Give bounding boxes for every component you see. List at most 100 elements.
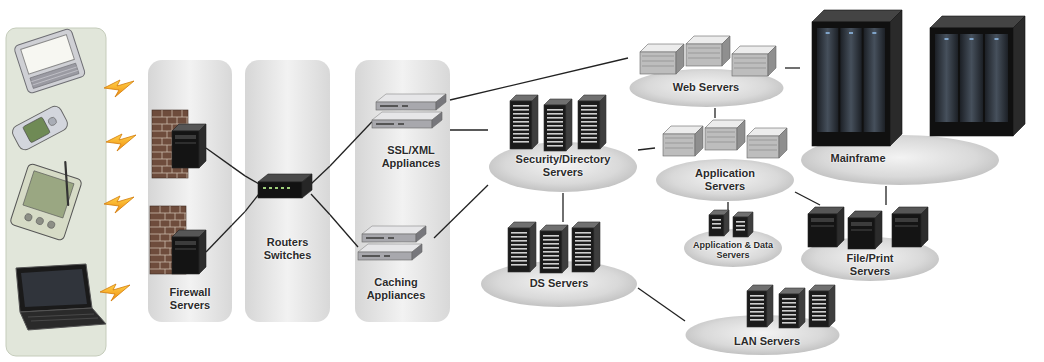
illustration-part: [10, 104, 70, 152]
illustration-part: [600, 95, 606, 149]
illustration-part: [24, 213, 33, 222]
illustration-part: [688, 48, 720, 49]
illustration-part: [809, 291, 829, 327]
illustration-part: [581, 121, 597, 123]
illustration-part: [180, 206, 181, 213]
illustration-part: [20, 308, 106, 330]
node-label: Mainframe: [813, 152, 903, 165]
illustration-part: [812, 315, 826, 317]
illustration-part: [162, 138, 163, 145]
server-platform: [481, 261, 637, 307]
server-group: File/Print Servers: [800, 205, 940, 283]
node-icon: [508, 222, 600, 273]
illustration-part: [782, 318, 796, 320]
illustration-part: [575, 236, 591, 238]
illustration-part: [543, 259, 559, 261]
network-link: [795, 192, 820, 205]
illustration-part: [513, 137, 529, 139]
illustration-part: [782, 314, 796, 316]
illustration-part: [31, 67, 77, 82]
illustration-part: [543, 267, 559, 269]
illustration-part: [812, 307, 826, 309]
illustration-part: [811, 218, 834, 222]
illustration-part: [543, 243, 559, 245]
illustration-part: [812, 303, 826, 305]
illustration-part: [782, 322, 796, 324]
illustration-part: [165, 241, 166, 248]
illustration-part: [826, 32, 830, 34]
illustration-part: [175, 241, 196, 245]
node-icon: [245, 166, 330, 215]
network-link: [562, 193, 563, 222]
illustration-part: [275, 187, 278, 189]
illustration-part: [388, 237, 394, 239]
illustration-part: [665, 138, 693, 139]
illustration-part: [695, 126, 703, 156]
node-label: Routers Switches: [251, 236, 325, 261]
appliance-band: [355, 60, 450, 322]
node-label: Security/Directory Servers: [500, 153, 626, 178]
illustration-part: [812, 295, 826, 297]
illustration-part: [165, 227, 166, 234]
node-shape: [148, 60, 232, 322]
illustration-part: [160, 262, 161, 269]
illustration-part: [747, 136, 779, 158]
mainframe-group: Mainframe: [800, 6, 1037, 186]
router-band: Routers Switches: [245, 60, 330, 322]
illustration-part: [960, 34, 983, 122]
illustration-part: [817, 28, 838, 132]
illustration-part: [875, 211, 882, 249]
illustration-part: [544, 105, 566, 151]
network-link: [330, 215, 358, 247]
illustration-part: [172, 237, 199, 274]
illustration-part: [358, 244, 422, 252]
illustration-part: [581, 117, 597, 119]
illustration-part: [547, 125, 563, 127]
illustration-part: [511, 244, 527, 246]
illustration-part: [160, 220, 161, 227]
illustration-part: [665, 148, 693, 149]
illustration-part: [811, 225, 834, 227]
illustration-part: [750, 299, 764, 301]
network-link: [450, 58, 628, 100]
illustration-part: [767, 285, 773, 327]
illustration-part: [160, 206, 161, 213]
illustration-part: [733, 217, 748, 237]
server-platform: [656, 159, 794, 201]
device-panel: [6, 28, 106, 356]
illustration-part: [851, 222, 872, 226]
illustration-part: [199, 230, 206, 274]
illustration-part: [513, 129, 529, 131]
illustration-part: [547, 113, 563, 115]
illustration-part: [864, 28, 885, 132]
illustration-part: [185, 213, 186, 220]
network-link: [638, 148, 655, 150]
illustration-part: [594, 222, 600, 272]
illustration-part: [734, 63, 766, 64]
illustration-part: [511, 252, 527, 254]
illustration-part: [895, 218, 918, 222]
illustration-part: [165, 255, 166, 262]
illustration-part: [921, 207, 928, 247]
illustration-part: [398, 123, 404, 125]
illustration-part: [829, 285, 835, 327]
illustration-part: [750, 307, 764, 309]
illustration-part: [642, 56, 674, 57]
illustration-part: [9, 163, 82, 241]
illustration-part: [581, 133, 597, 135]
illustration-part: [23, 117, 51, 143]
illustration-part: [30, 63, 79, 88]
illustration-part: [31, 318, 98, 321]
illustration-part: [175, 135, 196, 139]
illustration-part: [547, 141, 563, 143]
illustration-part: [513, 105, 529, 107]
node-icon: [372, 94, 446, 128]
node-shape: [488, 95, 638, 193]
tablet-pc-icon: [13, 28, 86, 94]
illustration-part: [402, 105, 408, 107]
illustration-part: [281, 187, 284, 189]
illustration-part: [362, 234, 416, 242]
illustration-part: [269, 187, 272, 189]
node-icon: [747, 285, 835, 328]
